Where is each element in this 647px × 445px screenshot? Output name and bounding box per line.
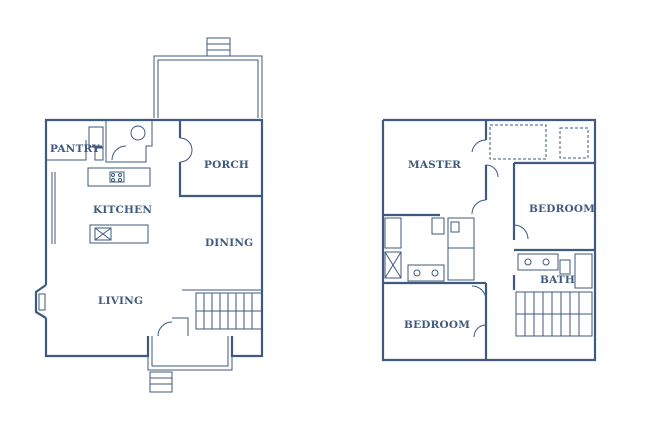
room-label-porch: PORCH	[204, 159, 249, 171]
back-porch	[153, 37, 263, 118]
second-floor-closets	[489, 124, 589, 160]
room-label-bath: BATH	[540, 274, 575, 286]
first-floor-plan: PANTRY KITCHEN PORCH DINING LIVING	[34, 37, 264, 393]
porch-door	[179, 137, 193, 163]
pantry-area	[46, 120, 153, 163]
room-label-living: LIVING	[98, 295, 143, 307]
staircase-second-floor	[515, 291, 593, 337]
front-porch	[147, 336, 233, 393]
second-floor-doors	[471, 139, 529, 338]
hall-bath-fixtures	[517, 253, 593, 289]
staircase-first-floor	[157, 289, 263, 337]
room-label-bedroom-bottom: BEDROOM	[404, 319, 470, 331]
second-floor-interior-walls	[383, 120, 595, 360]
room-label-bedroom-right: BEDROOM	[529, 203, 595, 215]
room-label-master: MASTER	[408, 159, 461, 171]
master-bath-fixtures	[384, 217, 475, 282]
fireplace-bay	[34, 284, 47, 319]
second-floor-exterior-walls	[381, 118, 597, 362]
room-label-pantry: PANTRY	[50, 143, 100, 155]
room-label-kitchen: KITCHEN	[93, 204, 152, 216]
room-label-dining: DINING	[205, 237, 253, 249]
kitchen-fixtures	[51, 167, 151, 244]
second-floor-plan: MASTER BEDROOM BATH BEDROOM	[381, 118, 597, 362]
